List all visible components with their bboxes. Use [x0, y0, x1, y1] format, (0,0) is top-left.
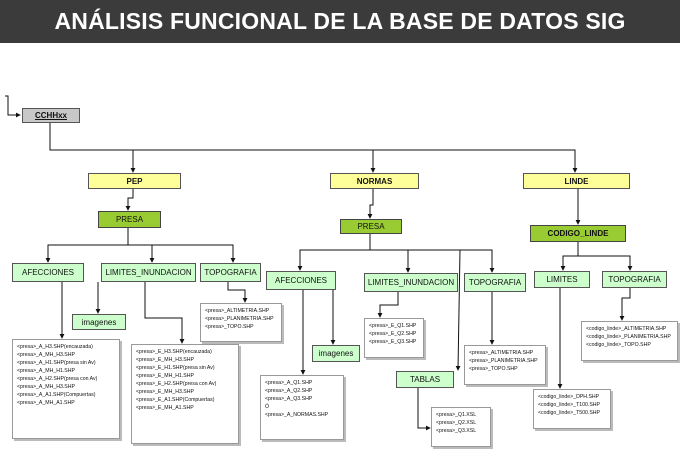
pep-topografia-file-list: <presa>_ALTIMETRIA.SHP <presa>_PLANIMETR… — [200, 303, 282, 342]
linde-node: LINDE — [523, 173, 630, 189]
normas-topografia-node: TOPOGRAFIA — [464, 273, 526, 292]
list-item: <codigo_linde>_T500.SHP — [538, 410, 601, 417]
list-item: <presa>_E_H2.SHP(presa con Av) — [136, 381, 217, 388]
normas-node: NORMAS — [330, 173, 419, 189]
normas-tablas-node: TABLAS — [396, 371, 454, 388]
list-item: <presa>_E_MH_H3.SHP — [136, 357, 194, 364]
list-item: <presa>_Q3.XSL — [436, 428, 477, 435]
root-node: CCHHxx — [22, 108, 80, 123]
linde-limites-file-list: <codigo_linde>_DPH.SHP <codigo_linde>_T1… — [533, 389, 611, 429]
pep-afecciones-node: AFECCIONES — [12, 263, 84, 282]
list-item: <presa>_E_MH_A1.SHP — [136, 405, 194, 412]
list-item: <codigo_linde>_ALTIMETRIA.SHP — [586, 326, 667, 332]
list-item: <codigo_linde>_PLANIMETRIA.SHP — [586, 334, 671, 341]
list-item: <presa>_E_Q3.SHP — [369, 339, 417, 346]
list-item: <presa>_E_MH_H1.SHP — [136, 373, 194, 380]
list-item: <presa>_E_Q1.SHP — [369, 323, 417, 329]
list-item: <presa>_E_H1.SHP(presa sin Av) — [136, 365, 215, 372]
list-item: <codigo_linde>_TOPO.SHP — [586, 342, 651, 349]
linde-limites-node: LIMITES — [534, 271, 590, 288]
list-item: <presa>_A_H1.SHP(presa sin Av) — [17, 360, 96, 367]
list-item: <codigo_linde>_T100.SHP — [538, 402, 601, 409]
list-item: <presa>_A_Q1.SHP — [265, 380, 313, 386]
normas-afecciones-file-list: <presa>_A_Q1.SHP <presa>_A_Q2.SHP <presa… — [260, 375, 344, 440]
list-item: <presa>_A_H2.SHP(presa con Av) — [17, 376, 98, 383]
list-item: <presa>_A_Q2.SHP — [265, 388, 313, 395]
list-item: <presa>_ALTIMETRIA.SHP — [205, 308, 270, 314]
list-item: <presa>_E_H3.SHP(encauzada) — [136, 349, 212, 355]
list-item: <presa>_A_MH_H1.SHP — [17, 368, 75, 375]
list-item: <presa>_PLANIMETRIA.SHP — [205, 316, 274, 323]
pep-afecciones-file-list: <presa>_A_H3.SHP(encauzada) <presa>_A_MH… — [12, 339, 120, 439]
pep-topografia-node: TOPOGRAFIA — [200, 263, 261, 282]
normas-tablas-file-list: <presa>_Q1.XSL <presa>_Q2.XSL <presa>_Q3… — [431, 407, 491, 447]
list-item: <presa>_Q1.XSL — [436, 412, 477, 418]
list-item: <presa>_A_MH_A1.SHP — [17, 400, 75, 407]
list-item: Ó — [265, 404, 270, 411]
linde-topografia-file-list: <codigo_linde>_ALTIMETRIA.SHP <codigo_li… — [581, 321, 678, 361]
pep-presa-node: PRESA — [98, 211, 161, 228]
list-item: <presa>_PLANIMETRIA.SHP — [469, 358, 538, 365]
list-item: <presa>_A_NORMAS.SHP — [265, 412, 329, 419]
normas-presa-node: PRESA — [340, 219, 402, 234]
list-item: <presa>_A_MH_H3.SHP — [17, 352, 75, 359]
page-title: ANÁLISIS FUNCIONAL DE LA BASE DE DATOS S… — [0, 0, 680, 43]
list-item: <presa>_TOPO.SHP — [469, 366, 518, 373]
list-item: <presa>_Q2.XSL — [436, 420, 477, 427]
linde-topografia-node: TOPOGRAFIA — [602, 271, 667, 288]
list-item: <presa>_A_Q3.SHP — [265, 396, 313, 403]
normas-topografia-file-list: <presa>_ALTIMETRIA.SHP <presa>_PLANIMETR… — [464, 345, 546, 385]
list-item: <presa>_A_MH_H3.SHP — [17, 384, 75, 391]
normas-afecciones-node: AFECCIONES — [266, 271, 336, 290]
normas-limites-node: LIMITES_INUNDACION — [364, 273, 458, 292]
list-item: <presa>_A_A1.SHP(Compuertas) — [17, 392, 96, 399]
pep-limites-file-list: <presa>_E_H3.SHP(encauzada) <presa>_E_MH… — [131, 344, 239, 444]
list-item: <presa>_E_A1.SHP(Compuertas) — [136, 397, 215, 404]
list-item: <presa>_E_MH_H3.SHP — [136, 389, 194, 396]
list-item: <codigo_linde>_DPH.SHP — [538, 394, 600, 400]
normas-imagenes-node: imagenes — [312, 345, 360, 362]
normas-limites-file-list: <presa>_E_Q1.SHP <presa>_E_Q2.SHP <presa… — [364, 318, 424, 358]
pep-node: PEP — [88, 173, 181, 189]
codigo-linde-node: CODIGO_LINDE — [530, 225, 626, 242]
pep-imagenes-node: imagenes — [72, 314, 126, 330]
list-item: <presa>_ALTIMETRIA.SHP — [469, 350, 534, 356]
pep-limites-node: LIMITES_INUNDACION — [101, 263, 196, 282]
list-item: <presa>_A_H3.SHP(encauzada) — [17, 344, 93, 350]
list-item: <presa>_TOPO.SHP — [205, 324, 254, 331]
list-item: <presa>_E_Q2.SHP — [369, 331, 417, 338]
